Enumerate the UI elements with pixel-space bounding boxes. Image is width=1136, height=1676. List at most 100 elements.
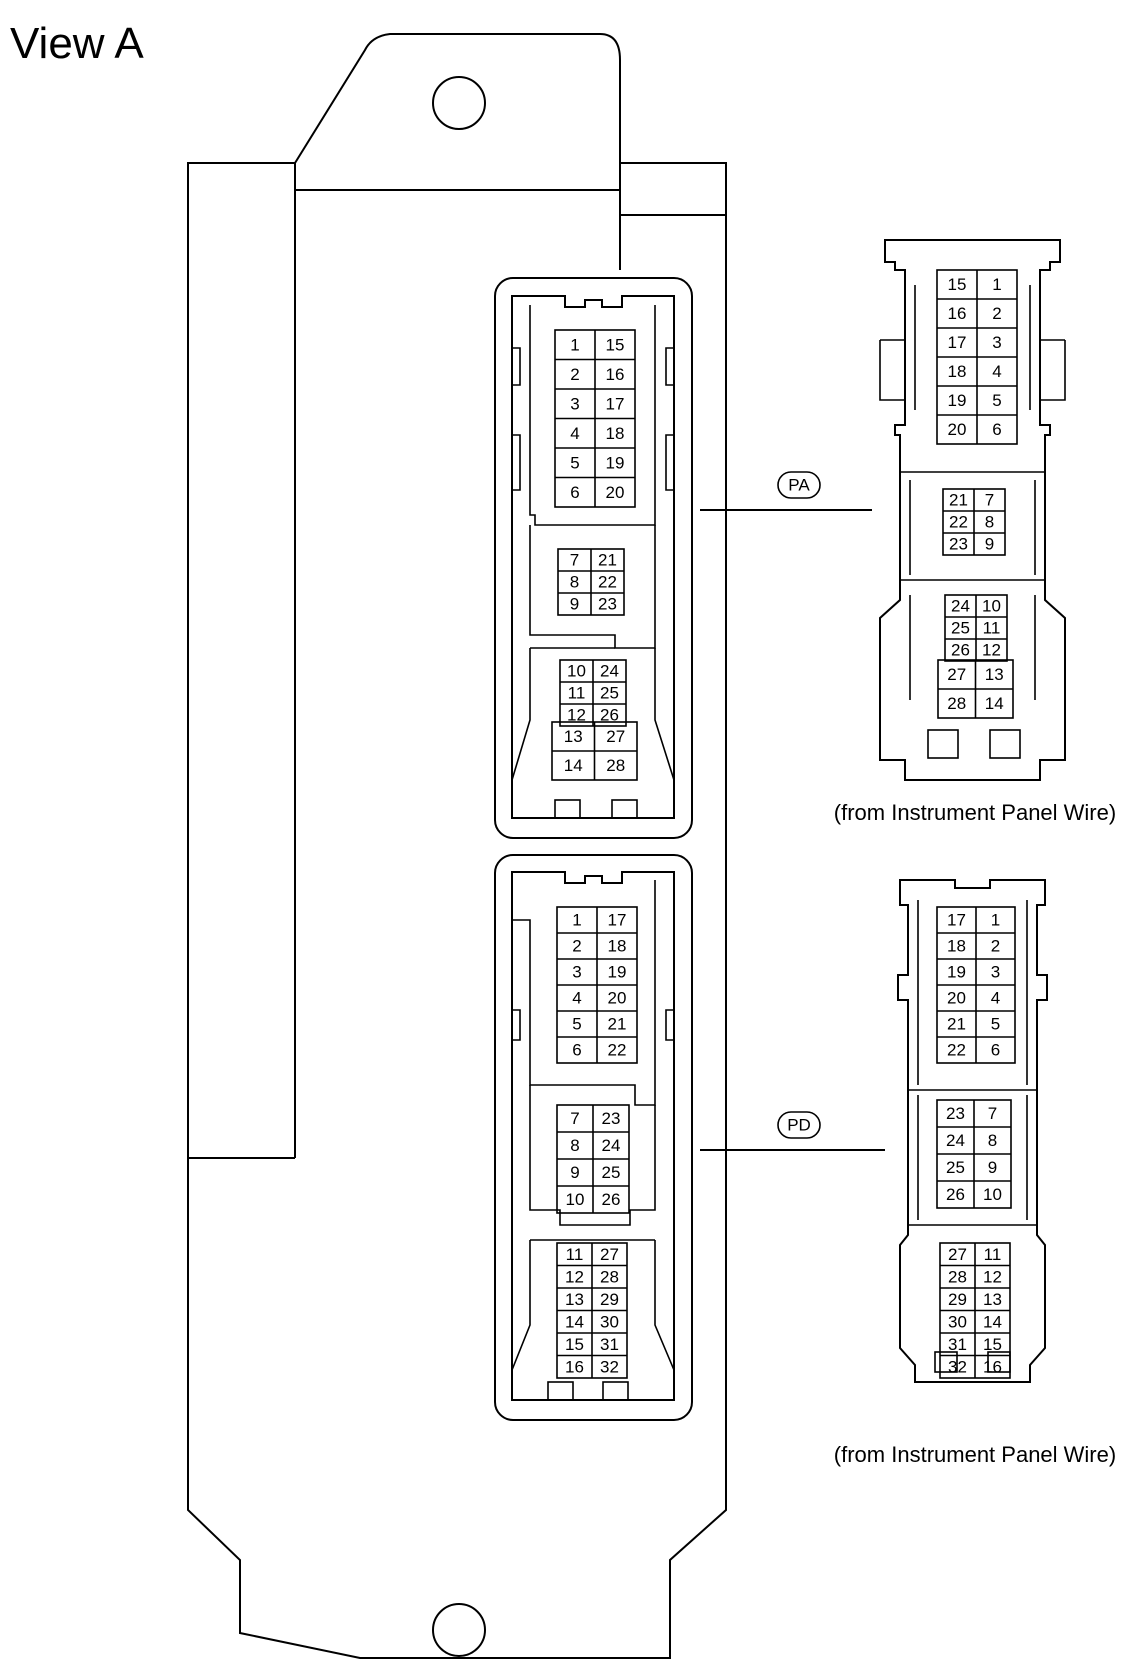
pin-number: 7: [988, 1104, 997, 1123]
pin-number: 12: [565, 1267, 584, 1286]
pin-number: 16: [983, 1357, 1002, 1376]
pin-number: 11: [983, 619, 1001, 638]
pin-number: 16: [948, 304, 967, 323]
view-title: View A: [10, 19, 144, 68]
pin-number: 13: [564, 727, 583, 746]
pin-number: 18: [948, 362, 967, 381]
pin-number: 10: [567, 662, 586, 681]
pin-number: 23: [602, 1109, 621, 1128]
pin-number: 23: [598, 595, 617, 614]
pin-number: 2: [572, 937, 581, 956]
pin-number: 28: [948, 1267, 967, 1286]
pin-number: 6: [572, 1041, 581, 1060]
pin-number: 22: [608, 1041, 627, 1060]
pin-number: 8: [570, 1136, 579, 1155]
pin-number: 4: [572, 989, 581, 1008]
pin-number: 23: [949, 535, 968, 554]
pin-number: 5: [991, 1015, 1000, 1034]
pin-number: 6: [570, 483, 579, 502]
pin-number: 18: [947, 937, 966, 956]
pin-number: 14: [565, 1312, 584, 1331]
caption-pd: (from Instrument Panel Wire): [834, 1442, 1116, 1467]
tag-pa: PA: [777, 471, 821, 499]
pin-number: 21: [608, 1015, 627, 1034]
pin-number: 7: [570, 551, 579, 570]
pin-number: 15: [948, 275, 967, 294]
pin-number: 12: [567, 706, 586, 725]
pin-number: 13: [985, 665, 1004, 684]
ecu-body: [187, 33, 727, 1659]
pin-number: 3: [570, 394, 579, 413]
pin-number: 3: [572, 963, 581, 982]
pin-number: 29: [600, 1290, 619, 1309]
pin-number: 10: [566, 1190, 585, 1209]
pin-number: 5: [570, 453, 579, 472]
pin-number: 9: [570, 595, 579, 614]
pin-number: 20: [606, 483, 625, 502]
pin-number: 12: [982, 641, 1001, 660]
pin-number: 23: [946, 1104, 965, 1123]
pin-number: 31: [600, 1335, 619, 1354]
pin-number: 5: [572, 1015, 581, 1034]
mounting-hole-bottom: [432, 1603, 486, 1657]
pin-number: 18: [608, 937, 627, 956]
pin-number: 25: [951, 619, 970, 638]
pin-number: 19: [606, 453, 625, 472]
pin-number: 17: [606, 394, 625, 413]
pin-number: 20: [608, 989, 627, 1008]
pin-number: 11: [566, 1245, 584, 1264]
pin-number: 1: [570, 335, 579, 354]
pin-number: 28: [947, 694, 966, 713]
pin-number: 13: [565, 1290, 584, 1309]
pin-number: 16: [606, 365, 625, 384]
pin-number: 26: [600, 706, 619, 725]
pin-number: 30: [600, 1312, 619, 1331]
pin-number: 26: [951, 641, 970, 660]
pin-number: 22: [947, 1041, 966, 1060]
pin-number: 18: [606, 424, 625, 443]
pin-number: 32: [600, 1357, 619, 1376]
pin-number: 8: [570, 573, 579, 592]
pin-number: 11: [984, 1245, 1002, 1264]
pin-number: 14: [985, 694, 1004, 713]
pin-number: 20: [947, 989, 966, 1008]
pin-number: 2: [991, 937, 1000, 956]
pin-number: 27: [606, 727, 625, 746]
pin-number: 21: [949, 491, 968, 510]
pin-number: 3: [992, 333, 1001, 352]
pin-number: 27: [947, 665, 966, 684]
pin-number: 25: [602, 1163, 621, 1182]
pin-number: 17: [948, 333, 967, 352]
pin-number: 1: [991, 911, 1000, 930]
pin-number: 4: [570, 424, 579, 443]
pin-number: 26: [602, 1190, 621, 1209]
pin-number: 29: [948, 1290, 967, 1309]
pin-number: 22: [598, 573, 617, 592]
pin-number: 15: [983, 1335, 1002, 1354]
pin-number: 30: [948, 1312, 967, 1331]
pin-number: 1: [572, 911, 581, 930]
pin-number: 28: [606, 756, 625, 775]
pin-number: 21: [947, 1015, 966, 1034]
pin-number: 17: [947, 911, 966, 930]
pin-number: 27: [948, 1245, 967, 1264]
pin-number: 15: [565, 1335, 584, 1354]
pin-number: 7: [570, 1109, 579, 1128]
pin-number: 15: [606, 335, 625, 354]
harness-connector-pd: [897, 879, 1048, 1383]
pin-number: 11: [568, 684, 586, 703]
pin-number: 27: [600, 1245, 619, 1264]
pin-number: 19: [947, 963, 966, 982]
pin-number: 4: [991, 989, 1000, 1008]
pin-number: 10: [983, 1185, 1002, 1204]
pin-number: 9: [988, 1158, 997, 1177]
pin-number: 9: [985, 535, 994, 554]
